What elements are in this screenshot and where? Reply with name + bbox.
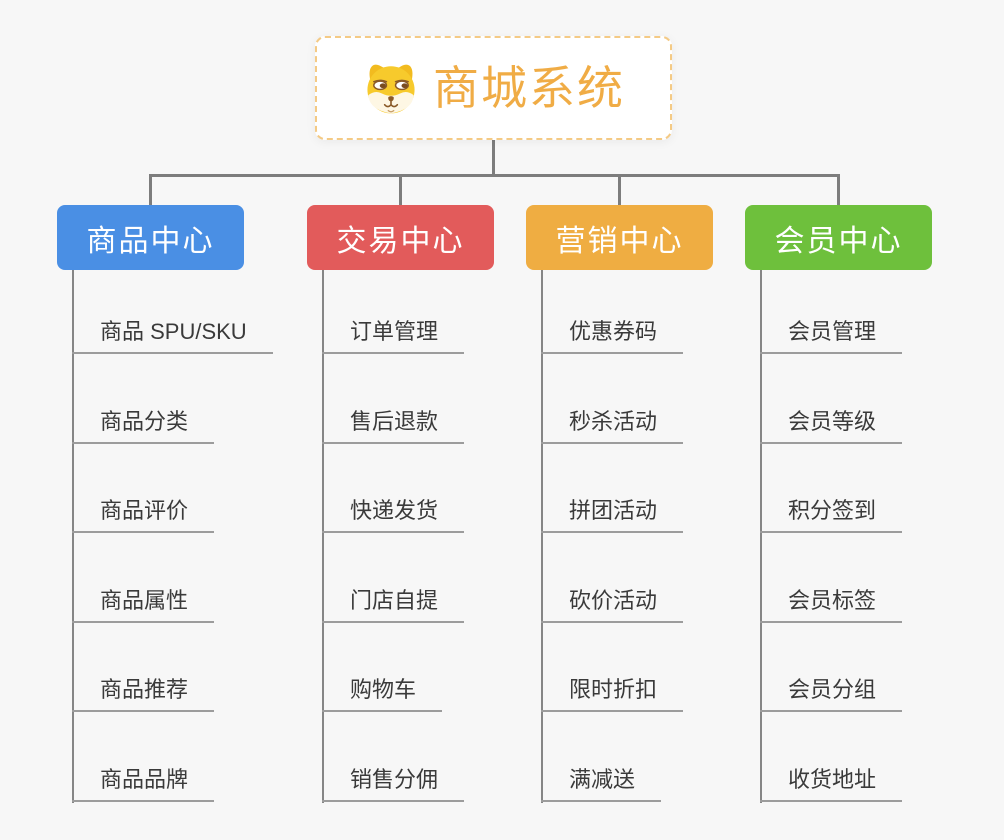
connector-horizontal-bus	[149, 174, 840, 177]
branch-label: 营销中心	[555, 224, 684, 258]
branch-node-trade[interactable]: 交易中心	[307, 205, 494, 270]
leaf-node[interactable]: 商品 SPU/SKU	[72, 312, 273, 354]
leaf-node[interactable]: 快递发货	[322, 491, 465, 533]
leaf-node[interactable]: 商品分类	[72, 402, 215, 444]
leaf-node[interactable]: 商品评价	[72, 491, 215, 533]
connector-drop-1	[149, 174, 152, 206]
connector-drop-3	[618, 174, 621, 206]
leaf-node[interactable]: 会员标签	[760, 581, 903, 623]
branch-label: 会员中心	[774, 224, 903, 258]
leaf-node[interactable]: 售后退款	[322, 402, 465, 444]
branch-node-member[interactable]: 会员中心	[745, 205, 932, 270]
leaf-node[interactable]: 优惠券码	[541, 312, 684, 354]
branch-spine-line	[72, 270, 74, 803]
branch-spine-line	[760, 270, 762, 803]
leaf-node[interactable]: 积分签到	[760, 491, 903, 533]
connector-root-stem	[492, 139, 495, 176]
leaf-node[interactable]: 订单管理	[322, 312, 465, 354]
leaf-node[interactable]: 秒杀活动	[541, 402, 684, 444]
leaf-node[interactable]: 购物车	[322, 670, 443, 712]
branch-label: 交易中心	[336, 224, 465, 258]
branch-node-product[interactable]: 商品中心	[57, 205, 244, 270]
branch-spine-line	[541, 270, 543, 803]
leaf-node[interactable]: 商品品牌	[72, 760, 215, 802]
leaf-node[interactable]: 拼团活动	[541, 491, 684, 533]
branch-node-marketing[interactable]: 营销中心	[526, 205, 713, 270]
branch-member-center: 会员中心 会员管理会员等级积分签到会员标签会员分组收货地址	[745, 205, 1004, 815]
leaf-node[interactable]: 限时折扣	[541, 670, 684, 712]
leaf-node[interactable]: 商品推荐	[72, 670, 215, 712]
leaf-node[interactable]: 商品属性	[72, 581, 215, 623]
leaf-node[interactable]: 会员等级	[760, 402, 903, 444]
leaf-node[interactable]: 砍价活动	[541, 581, 684, 623]
branch-trade-center: 交易中心 订单管理售后退款快递发货门店自提购物车销售分佣	[307, 205, 587, 815]
root-node[interactable]: 商城系统	[315, 36, 672, 140]
leaf-node[interactable]: 销售分佣	[322, 760, 465, 802]
leaf-node[interactable]: 会员分组	[760, 670, 903, 712]
leaf-node[interactable]: 会员管理	[760, 312, 903, 354]
leaf-node[interactable]: 满减送	[541, 760, 662, 802]
branch-product-center: 商品中心 商品 SPU/SKU 商品分类商品评价商品属性商品推荐商品品牌	[57, 205, 337, 815]
branch-label: 商品中心	[86, 224, 215, 258]
connector-drop-4	[837, 174, 840, 206]
dog-icon	[362, 59, 420, 117]
connector-drop-2	[399, 174, 402, 206]
branch-marketing-center: 营销中心 优惠券码秒杀活动拼团活动砍价活动限时折扣满减送	[526, 205, 806, 815]
leaf-node[interactable]: 收货地址	[760, 760, 903, 802]
root-title: 商城系统	[433, 62, 625, 114]
branch-spine-line	[322, 270, 324, 803]
leaf-node[interactable]: 门店自提	[322, 581, 465, 623]
